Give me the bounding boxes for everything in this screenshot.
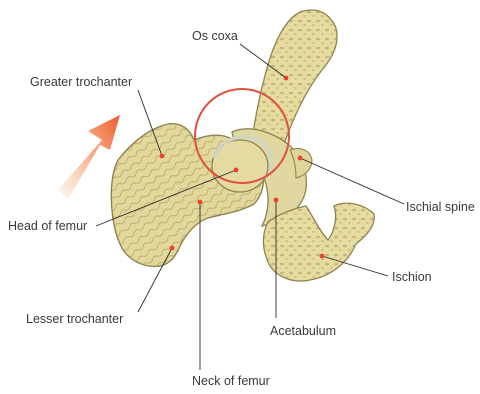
label-ischial-spine: Ischial spine: [406, 200, 475, 214]
marker-lesser-trochanter: [170, 246, 175, 251]
marker-greater-trochanter: [160, 154, 165, 159]
label-greater-trochanter: Greater trochanter: [30, 75, 132, 89]
leader-ischial-spine: [300, 158, 404, 204]
marker-ischion: [320, 254, 325, 259]
label-ischion: Ischion: [392, 270, 432, 284]
marker-ischial-spine: [298, 156, 303, 161]
os-coxa-shape: [252, 10, 337, 150]
marker-acetabulum: [274, 198, 279, 203]
marker-head-of-femur: [234, 168, 239, 173]
ischium-shape: [264, 203, 375, 281]
label-head-of-femur: Head of femur: [8, 219, 87, 233]
label-lesser-trochanter: Lesser trochanter: [26, 312, 123, 326]
label-acetabulum: Acetabulum: [270, 324, 336, 338]
force-arrow: [58, 115, 120, 199]
label-neck-of-femur: Neck of femur: [192, 374, 270, 388]
marker-os-coxa: [284, 76, 289, 81]
marker-neck-of-femur: [198, 200, 203, 205]
label-os-coxa: Os coxa: [192, 29, 238, 43]
